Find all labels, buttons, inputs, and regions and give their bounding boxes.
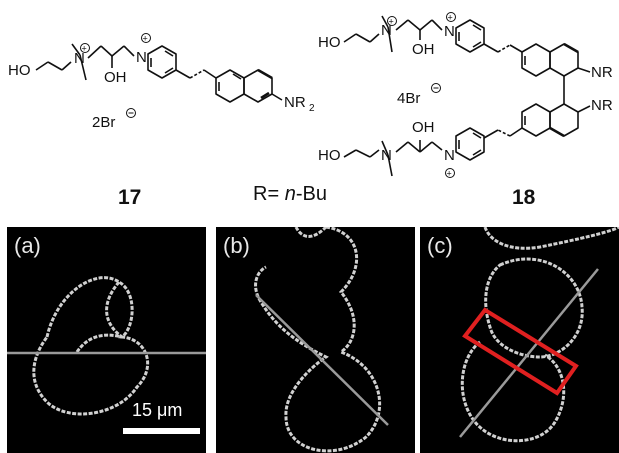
minus-charge-icon [126,108,136,118]
vesicle-image-c [459,227,619,443]
amino-label: NR [284,94,306,111]
measurement-line [459,268,599,438]
svg-text:+: + [447,169,452,179]
vesicle-image-a [7,276,206,416]
panel-label-c: (c) [427,233,453,258]
panel-label-a: (a) [14,233,41,258]
svg-text:+: + [143,34,148,44]
svg-text:N: N [444,23,455,40]
amino-subscript: 2 [309,103,315,114]
ammonium-n: N [74,50,85,67]
scale-bar [123,428,200,434]
compound-number-17: 17 [118,186,142,209]
structure-drawing: HO N + OH N + NR 2 2Br HO N + OH N + NR … [8,12,613,179]
upper-oh-label: OH [412,41,435,58]
vesicle-image-b [254,227,389,453]
counterion-18-label: 4Br [397,90,420,107]
measurement-line [255,294,389,426]
amino-bottom-label: NR [591,97,613,114]
chemical-structures: HO N + OH N + NR 2 2Br HO N + OH N + NR … [0,0,619,222]
upper-hydroxyl-label: HO [318,34,341,51]
svg-text:+: + [82,44,87,54]
svg-text:N: N [381,22,392,39]
svg-text:N: N [444,147,455,164]
plus-charge-icon [446,12,456,22]
oh-label: OH [104,69,127,86]
svg-text:+: + [389,17,394,27]
amino-top-label: NR [591,64,613,81]
hydroxyl-label: HO [8,62,31,79]
minus-charge-icon [431,83,441,93]
plus-charge-icon [387,16,397,26]
lower-oh-label: OH [412,119,435,136]
counterion-label: 2Br [92,114,115,131]
panel-label-b: (b) [223,233,250,258]
lower-hydroxyl-label: HO [318,147,341,164]
plus-charge-icon [80,43,90,53]
micrograph-a: (a) [7,227,206,453]
pyridinium-n: N [136,49,147,66]
micrograph-b: (b) [216,227,415,453]
plus-charge-icon [141,33,151,43]
region-of-interest-box [462,307,579,396]
plus-charge-icon [445,168,455,178]
svg-text:+: + [448,13,453,23]
r-group-definition: R= n-Bu [253,183,327,205]
compound-number-18: 18 [512,186,536,209]
scale-bar-label: 15 μm [132,400,183,420]
micrograph-c: (c) [420,227,619,453]
svg-text:N: N [381,147,392,164]
